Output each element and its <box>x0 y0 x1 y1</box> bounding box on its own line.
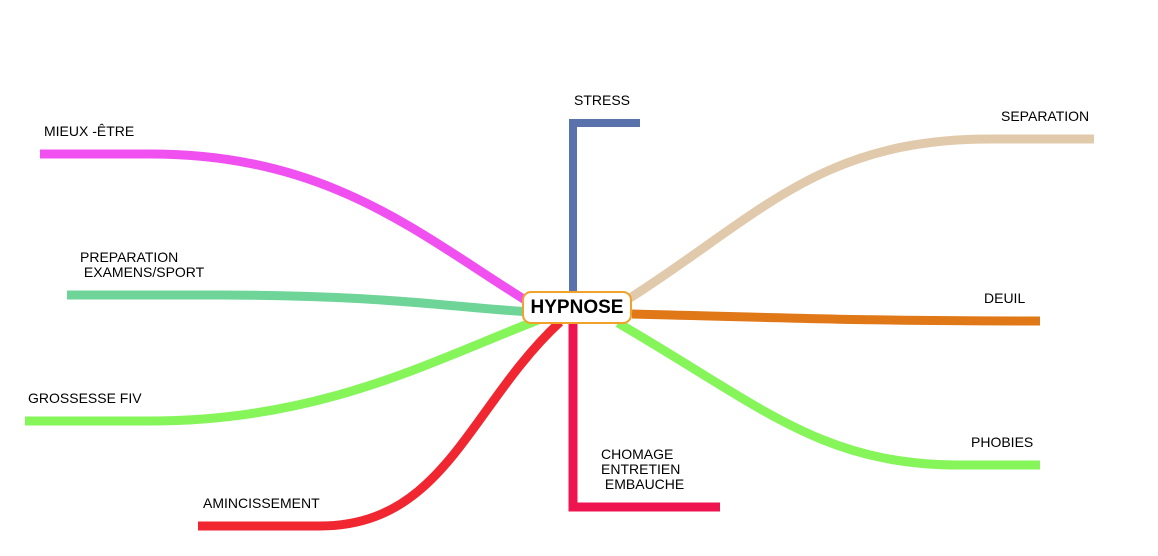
branch-line-separation <box>627 134 1094 302</box>
branch-line-deuil <box>631 309 1041 326</box>
branch-line-amincissement <box>198 318 564 531</box>
branch-label-chomage: CHOMAGE ENTRETIEN EMBAUCHE <box>601 446 685 492</box>
branch-line-stress <box>569 119 640 294</box>
branch-line-phobies <box>615 319 1040 470</box>
central-topic-hypnose: HYPNOSE <box>522 291 632 324</box>
branch-line-mieux-etre <box>40 149 533 307</box>
branch-line-preparation <box>67 290 531 317</box>
branch-label-stress: STRESS <box>574 92 631 108</box>
branch-label-grossesse: GROSSESSE FIV <box>28 390 142 406</box>
branch-label-phobies: PHOBIES <box>971 434 1034 450</box>
branch-label-mieux-etre: MIEUX -ÊTRE <box>44 123 135 139</box>
branch-label-amincissement: AMINCISSEMENT <box>203 495 320 511</box>
branch-line-chomage <box>568 320 720 512</box>
branch-label-deuil: DEUIL <box>984 290 1026 306</box>
branch-label-separation: SEPARATION <box>1001 108 1090 124</box>
branch-line-grossesse <box>25 315 540 426</box>
branch-label-preparation: PREPARATION EXAMENS/SPORT <box>80 249 205 280</box>
